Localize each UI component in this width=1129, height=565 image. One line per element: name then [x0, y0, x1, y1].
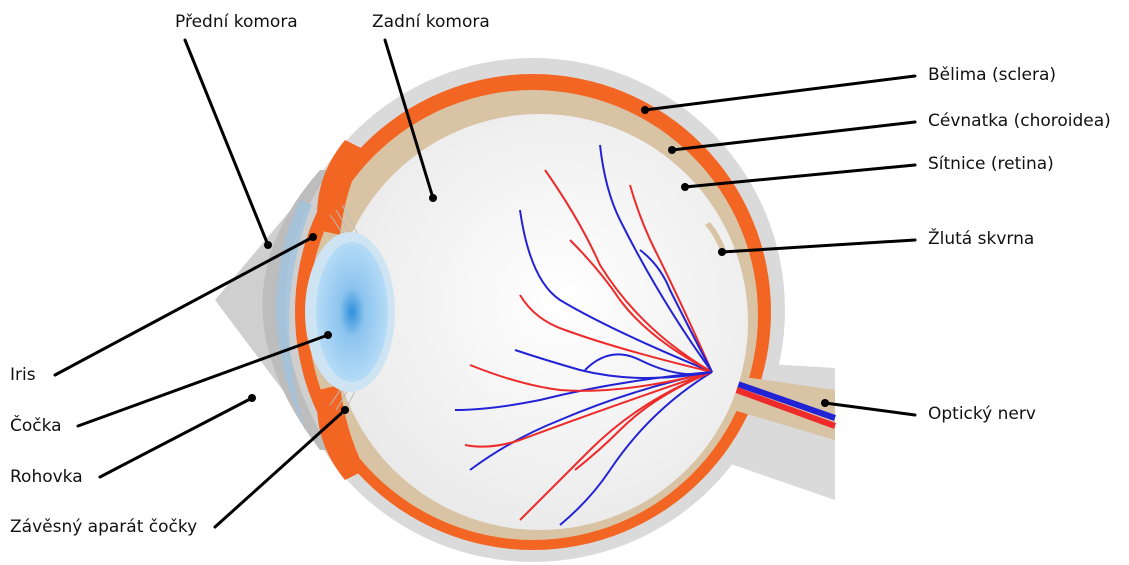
label-anterior-chamber: Přední komora — [175, 12, 298, 32]
label-zonule: Závěsný aparát čočky — [10, 517, 197, 537]
label-choroid: Cévnatka (choroidea) — [928, 111, 1111, 131]
label-sclera: Bělima (sclera) — [928, 65, 1056, 85]
label-optic-nerve: Optický nerv — [928, 404, 1036, 424]
label-macula: Žlutá skvrna — [928, 227, 1034, 249]
leader-optic-nerve — [821, 399, 915, 415]
leader-zonule — [215, 406, 349, 527]
label-retina: Sítnice (retina) — [928, 154, 1054, 174]
label-cornea: Rohovka — [10, 467, 83, 487]
lens-shape — [305, 232, 395, 392]
label-lens: Čočka — [10, 414, 62, 436]
leader-anterior-chamber — [185, 40, 272, 249]
leader-cornea — [100, 394, 256, 477]
label-posterior-chamber: Zadní komora — [372, 12, 490, 32]
label-iris: Iris — [10, 365, 36, 385]
